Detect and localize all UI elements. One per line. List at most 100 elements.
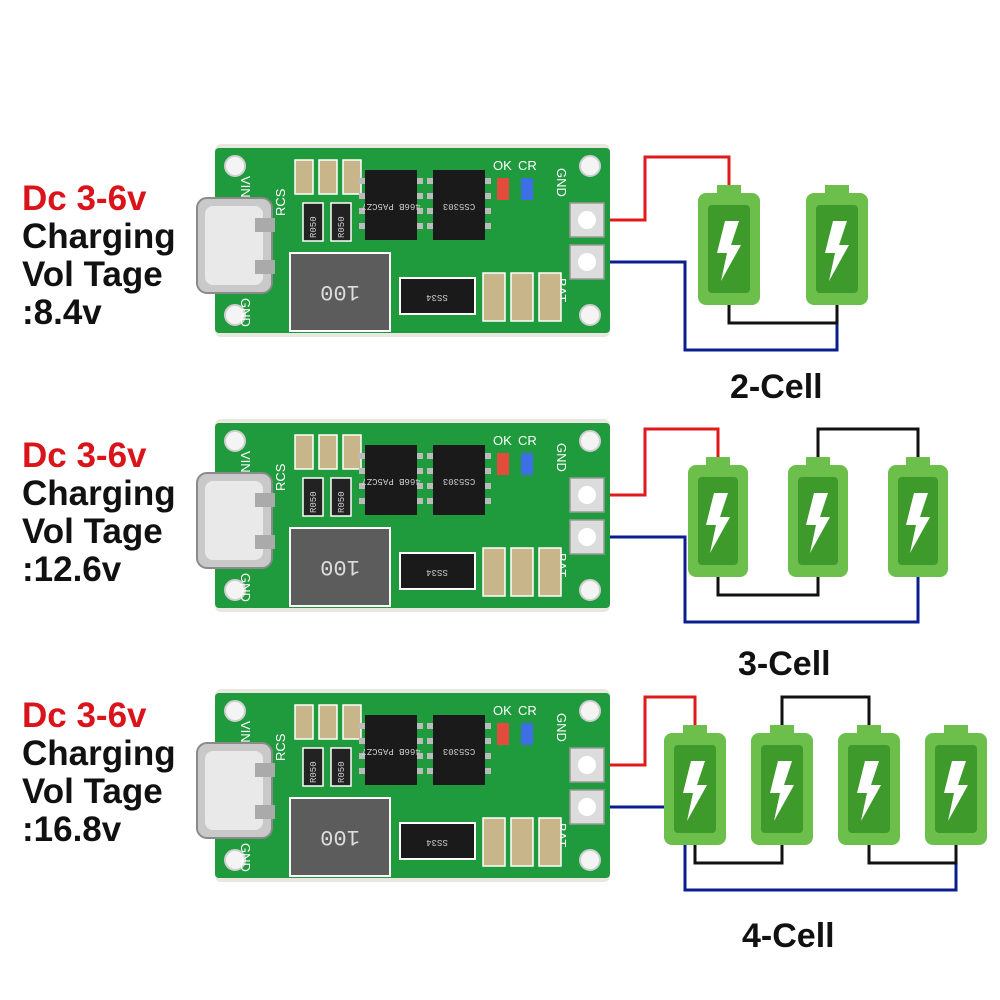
capacitor (342, 159, 362, 195)
mounting-hole (579, 155, 601, 177)
usb-c-tab (255, 260, 275, 274)
input-voltage-label: Dc 3-6v (22, 179, 147, 218)
battery-cap (825, 185, 849, 195)
ic-pin (359, 738, 365, 744)
ic-pin (427, 468, 433, 474)
mounting-hole (579, 430, 601, 452)
terminal-hole (578, 211, 596, 229)
module-label: Dc 3-6v Charging Vol Tage :16.8v (22, 697, 176, 849)
battery-charging-icon (688, 457, 748, 577)
gnd-silkscreen: GND (238, 843, 253, 872)
mounting-hole (579, 849, 601, 871)
terminal-hole (578, 798, 596, 816)
charging-voltage-value: :12.6v (22, 550, 122, 589)
battery-cap (683, 725, 707, 735)
mounting-hole (224, 579, 246, 601)
current-sense-resistor (302, 747, 324, 787)
ok-led (497, 723, 509, 745)
ic-pin (485, 178, 491, 184)
module-row-4cell: Dc 3-6v Charging Vol Tage :16.8v VIN GND R… (0, 685, 1000, 975)
usb-c-inner (205, 481, 263, 560)
ic-pin (427, 208, 433, 214)
ic-pin (359, 193, 365, 199)
ic-pin (359, 223, 365, 229)
vin-silkscreen: VIN (238, 721, 253, 743)
negative-wire (610, 535, 920, 624)
battery-cap (857, 725, 881, 735)
rcs-silkscreen: RCS (273, 463, 288, 491)
series-wire (780, 695, 871, 725)
inductor-marking: 100 (320, 554, 360, 579)
usb-c-connector (196, 742, 275, 839)
usb-c-tab (255, 218, 275, 232)
ic-pin (485, 723, 491, 729)
terminal-hole (578, 756, 596, 774)
current-sense-resistor (330, 747, 352, 787)
cell-count-caption: 3-Cell (738, 645, 831, 683)
schottky-diode (399, 552, 476, 590)
capacitor (318, 159, 338, 195)
capacitor (318, 704, 338, 740)
lightning-bolt (944, 761, 968, 821)
ic-pin (485, 208, 491, 214)
ic-pin (359, 768, 365, 774)
ic-pin (417, 193, 423, 199)
series-wire (727, 305, 839, 325)
mounting-hole (224, 304, 246, 326)
usb-c-inner (205, 751, 263, 830)
ic-pin (417, 723, 423, 729)
charger-board-image: VINGNDRCSOKCRGNDBATR050R050466B PA5CZ7CS… (196, 144, 868, 352)
ic-pin (427, 738, 433, 744)
resistor-marking: R050 (337, 761, 347, 783)
output-capacitor (538, 547, 562, 597)
battery-pack (610, 427, 948, 624)
battery-cap (806, 457, 830, 467)
ic-pin (427, 483, 433, 489)
output-capacitor (482, 817, 506, 867)
pcb-board: VINGNDRCSOKCRGNDBATR050R050466B PA5CZ7CS… (196, 419, 610, 612)
pcb-board: VINGNDRCSOKCRGNDBATR050R050466B PA5CZ7CS… (196, 144, 610, 337)
negative-wire (610, 260, 839, 352)
vin-silkscreen: VIN (238, 176, 253, 198)
ic-pin (359, 468, 365, 474)
ic-chip (433, 715, 485, 785)
diode-marking: SS34 (426, 837, 448, 847)
capacitor (342, 434, 362, 470)
ic-marking: 466B PA5CZ7 (361, 201, 420, 211)
battery-charging-icon (664, 725, 726, 845)
resistor-marking: R050 (309, 216, 319, 238)
ic-pin (427, 223, 433, 229)
diode-marking: SS34 (426, 292, 448, 302)
ic-pin (485, 453, 491, 459)
ic-marking: 466B PA5CZ7 (361, 476, 420, 486)
ic-chip (365, 170, 417, 240)
diode-marking: SS34 (426, 567, 448, 577)
ic-pin (417, 208, 423, 214)
gnd-silkscreen: GND (554, 713, 569, 742)
terminal-hole (578, 486, 596, 504)
ic-pin (427, 768, 433, 774)
mounting-hole (224, 155, 246, 177)
ic-pin (427, 498, 433, 504)
ic-pin (417, 453, 423, 459)
ic-pin (485, 468, 491, 474)
voltage-label: Vol Tage (22, 255, 163, 294)
battery-cap (944, 725, 968, 735)
positive-wire (610, 427, 720, 497)
usb-c-inner (205, 206, 263, 285)
cr-led (521, 723, 533, 745)
charger-board-image: VINGNDRCSOKCRGNDBATR050R050466B PA5CZ7CS… (196, 689, 987, 892)
ic-pin (417, 498, 423, 504)
cell-count-caption: 2-Cell (730, 368, 823, 406)
lightning-bolt (825, 221, 849, 281)
voltage-label: Vol Tage (22, 772, 163, 811)
ic-chip (365, 445, 417, 515)
battery-pack (610, 155, 868, 352)
charger-board-image: VINGNDRCSOKCRGNDBATR050R050466B PA5CZ7CS… (196, 419, 948, 624)
positive-wire (610, 695, 697, 767)
charging-label: Charging (22, 734, 176, 773)
input-voltage-label: Dc 3-6v (22, 436, 147, 475)
charging-label: Charging (22, 474, 176, 513)
